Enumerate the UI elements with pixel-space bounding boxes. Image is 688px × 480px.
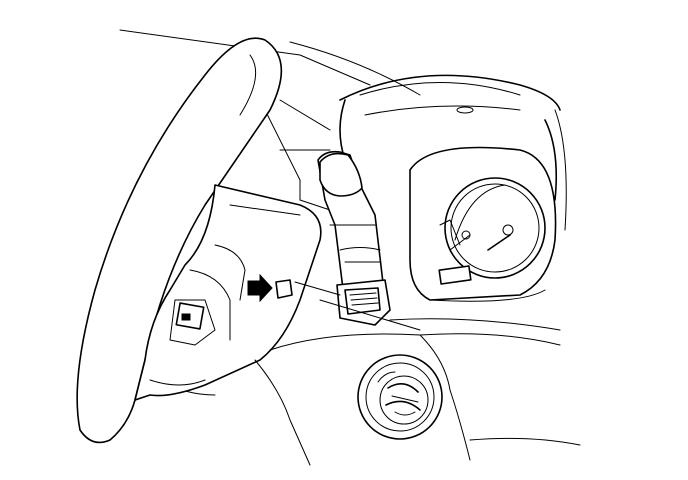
column-shroud	[269, 281, 561, 351]
speedometer-gauge	[439, 177, 546, 279]
ignition-key-cylinder	[357, 354, 443, 440]
callout-arrow	[247, 273, 293, 303]
instrument-cluster	[339, 74, 567, 302]
warning-lamp	[438, 265, 472, 285]
hub-switch	[175, 302, 205, 330]
combination-switch-stalk	[317, 150, 391, 326]
steering-column-cover-screw	[275, 279, 293, 299]
steering-wheel-hub	[134, 184, 322, 401]
arrow-right-icon	[247, 273, 273, 303]
dashboard-background-lines	[119, 29, 421, 211]
lower-dash	[254, 334, 581, 466]
